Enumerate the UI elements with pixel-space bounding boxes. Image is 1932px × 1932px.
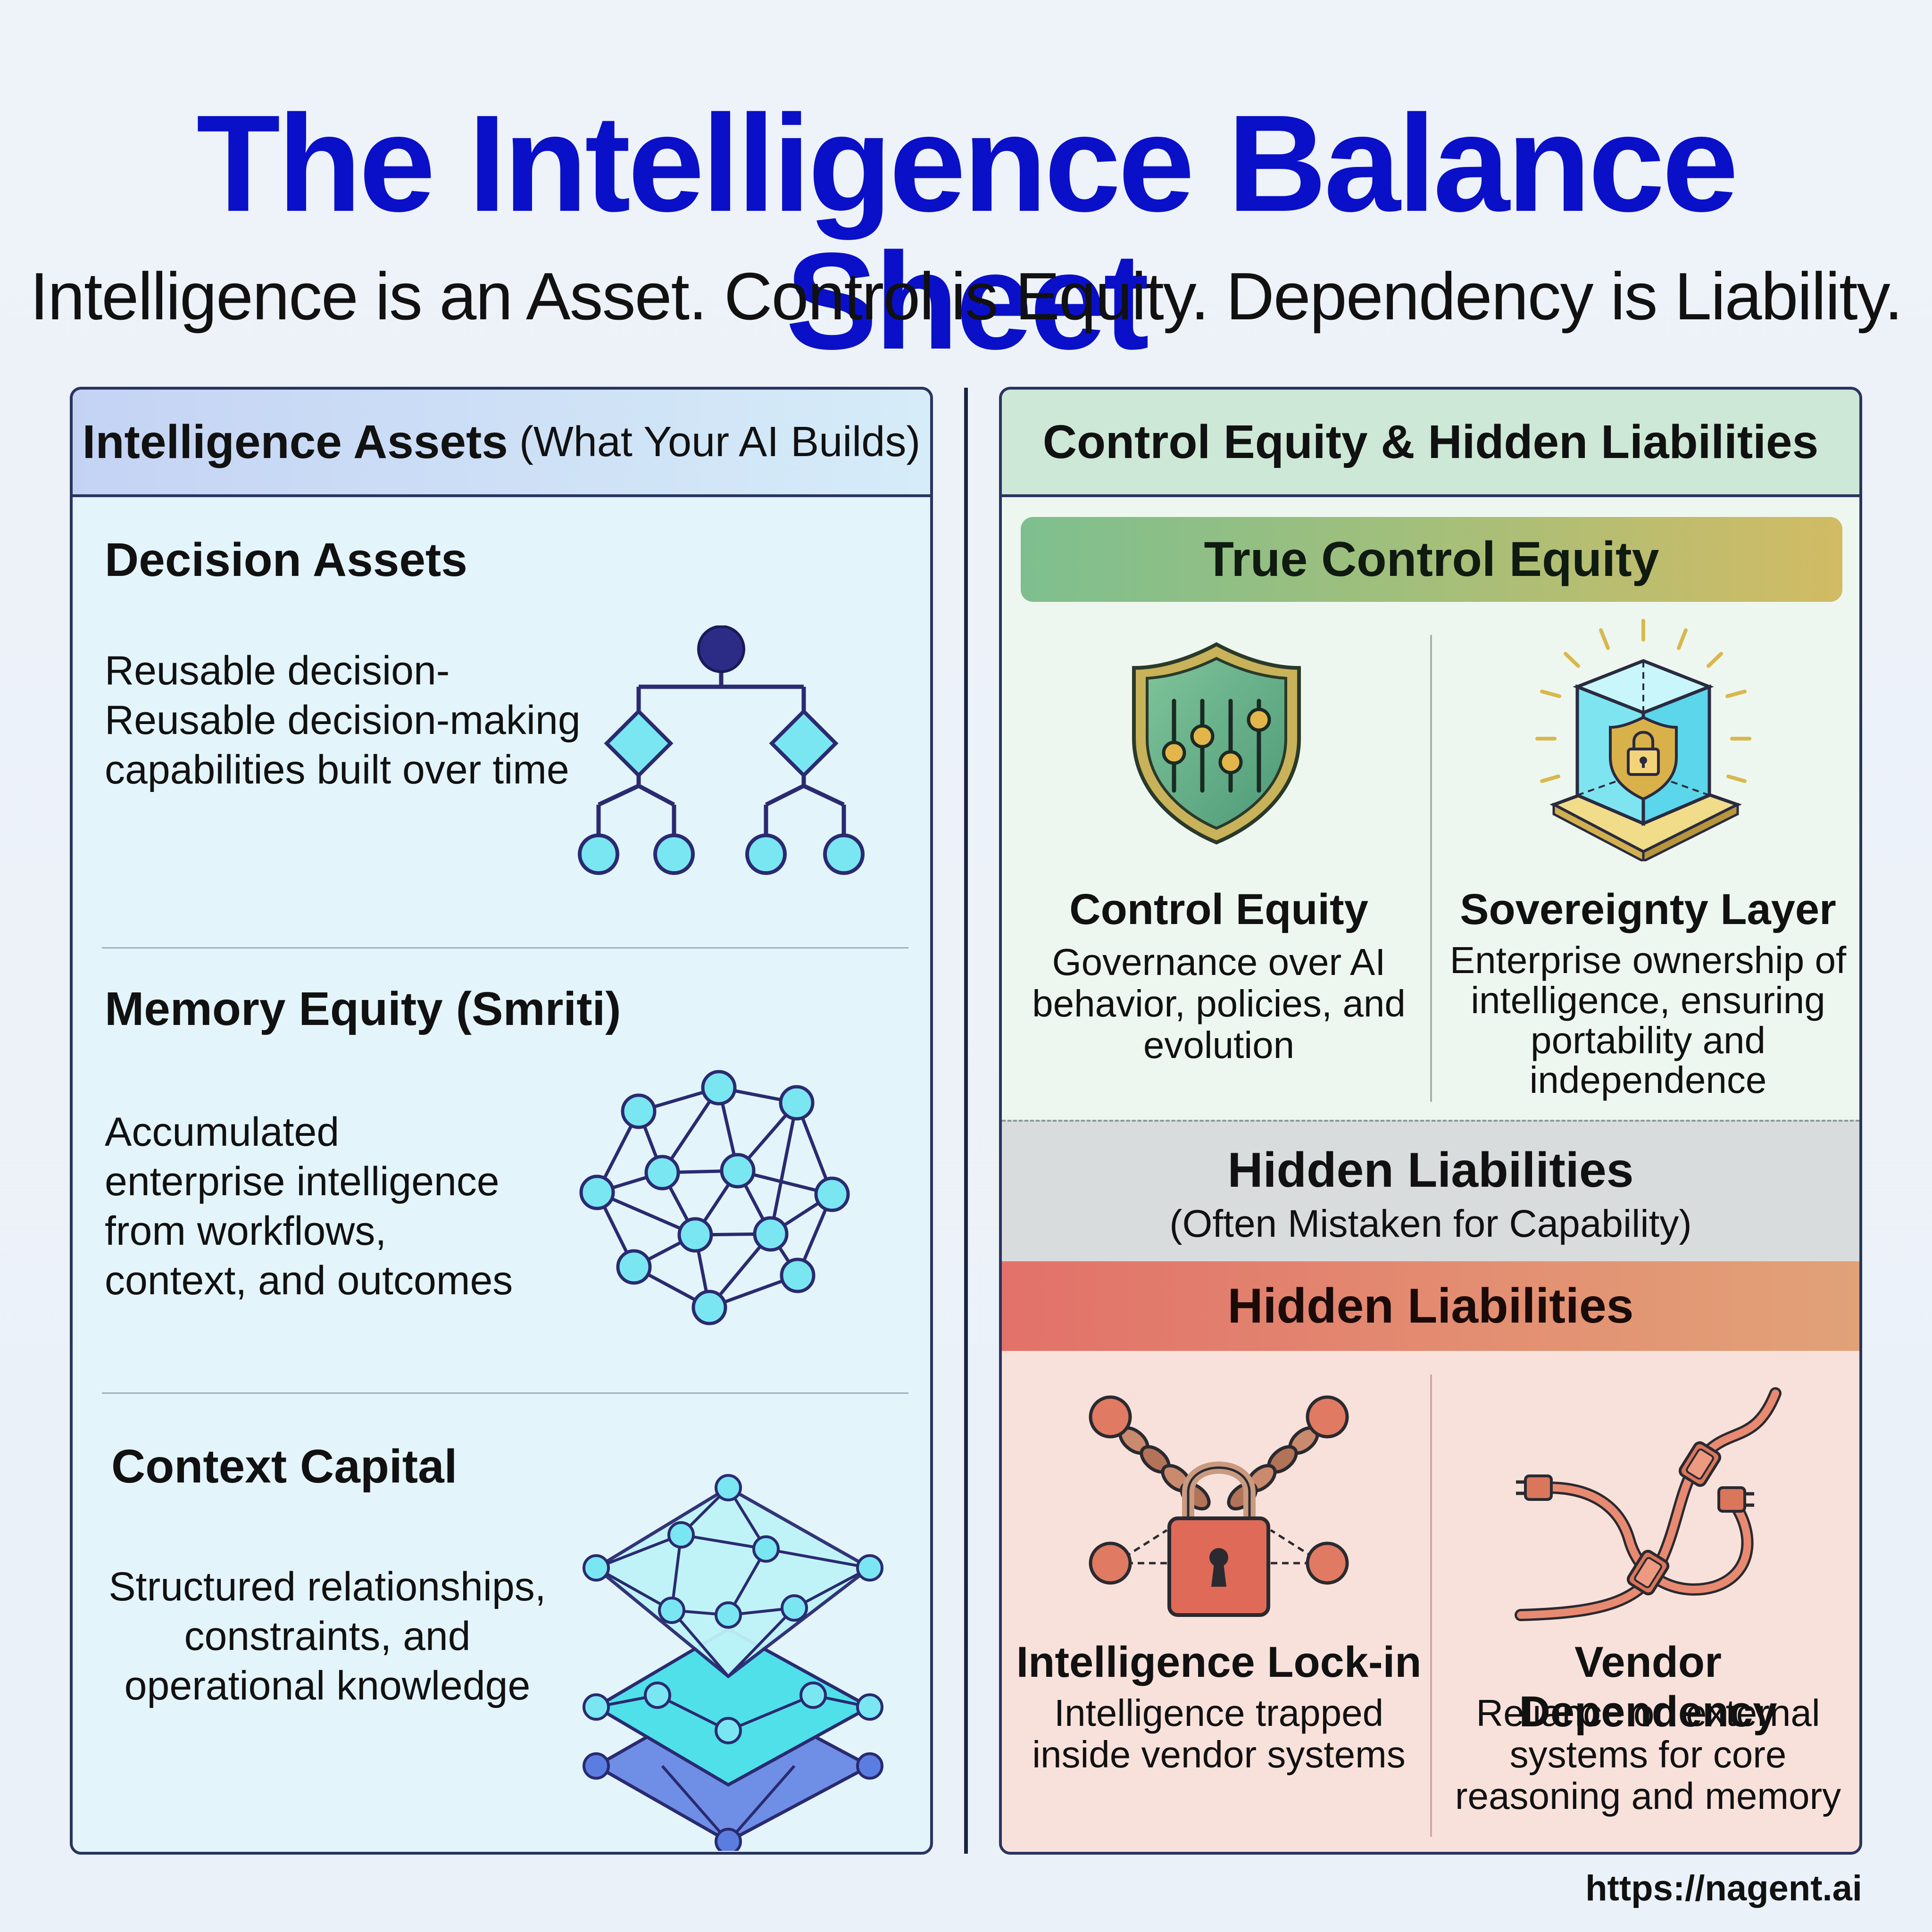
- desc-line: evolution: [1143, 1024, 1295, 1066]
- desc-line: Reliance on external: [1476, 1692, 1820, 1734]
- locked-cube-icon: [1535, 619, 1751, 861]
- true-control-equity-band: True Control Equity: [1021, 517, 1842, 602]
- control-liabilities-panel: Control Equity & Hidden Liabilities True…: [999, 387, 1862, 1855]
- desc-line: capabilities built over time: [105, 747, 569, 792]
- assets-header-title: Intelligence Assets: [82, 415, 508, 468]
- desc-line: operational knowledge: [124, 1663, 531, 1708]
- section-separator: [102, 1392, 908, 1394]
- center-divider: [964, 388, 968, 1854]
- desc-line: Accumulated: [105, 1109, 340, 1155]
- desc-line: inside vendor systems: [1032, 1733, 1406, 1775]
- hidden-liabilities-band: Hidden Liabilities: [1002, 1261, 1859, 1351]
- layered-graph-icon: [583, 1474, 883, 1851]
- context-capital-title: Context Capital: [111, 1440, 458, 1493]
- desc-line: enterprise intelligence: [105, 1158, 500, 1204]
- desc-line: behavior, policies, and: [1032, 983, 1406, 1024]
- footer-link[interactable]: https://nagent.ai: [1585, 1868, 1862, 1908]
- desc-line: Structured relationships,: [108, 1564, 546, 1609]
- page-subtitle: Intelligence is an Asset. Control is Equ…: [30, 259, 1903, 334]
- memory-equity-desc: Accumulated enterprise intelligence from…: [105, 1108, 513, 1306]
- memory-equity-title: Memory Equity (Smriti): [105, 983, 621, 1035]
- assets-panel-header: Intelligence Assets (What Your AI Builds…: [73, 390, 930, 497]
- desc-line: Reusable decision-: [105, 648, 450, 693]
- vendor-dependency-title: Vendor Dependency: [1519, 1638, 1777, 1736]
- tangled-cable-icon: [1515, 1387, 1782, 1621]
- context-capital-desc: Structured relationships, constraints, a…: [92, 1562, 563, 1711]
- hidden-liabilities-heading: Hidden Liabilities: [1227, 1143, 1634, 1198]
- sovereignty-layer-title: Sovereignty Layer: [1460, 885, 1836, 933]
- liability-items: Intelligence Lock-in Intelligence trappe…: [1002, 1351, 1859, 1852]
- hidden-liabilities-banner: Hidden Liabilities (Often Mistaken for C…: [1002, 1120, 1859, 1261]
- desc-line: constraints, and: [184, 1613, 471, 1659]
- intelligence-lock-in-desc: Intelligence trapped inside vendor syste…: [1011, 1692, 1426, 1775]
- desc-line: Governance over AI: [1052, 941, 1386, 983]
- desc-line: Intelligence trapped: [1054, 1692, 1384, 1734]
- column-separator: [1430, 1374, 1432, 1837]
- desc-line: systems for core: [1509, 1733, 1787, 1775]
- assets-header-note: (What Your AI Builds): [519, 418, 921, 466]
- shield-sliders-icon: [1132, 642, 1301, 845]
- desc-line: context, and outcomes: [105, 1257, 513, 1303]
- chained-padlock-icon: [1089, 1395, 1349, 1617]
- hidden-liabilities-note: (Often Mistaken for Capability): [1169, 1202, 1692, 1245]
- control-panel-header: Control Equity & Hidden Liabilities: [1002, 390, 1859, 497]
- desc-line: portability and: [1530, 1019, 1766, 1061]
- desc-line: Reusable decision-making: [105, 697, 581, 743]
- decision-assets-title: Decision Assets: [105, 533, 467, 586]
- control-equity-title: Control Equity: [1069, 885, 1368, 933]
- desc-line: intelligence, ensuring: [1471, 979, 1825, 1021]
- decision-assets-desc: Reusable decision- Reusable decision-mak…: [105, 646, 581, 795]
- vendor-dependency-desc: Reliance on external systems for core re…: [1441, 1692, 1856, 1817]
- equity-items: Control Equity Governance over AI behavi…: [1002, 619, 1859, 1102]
- decision-tree-icon: [578, 625, 865, 875]
- column-separator: [1430, 635, 1432, 1102]
- section-separator: [102, 947, 908, 949]
- page-title: The Intelligence Balance Sheet: [196, 86, 1739, 378]
- sovereignty-layer-desc: Enterprise ownership of intelligence, en…: [1445, 939, 1851, 1101]
- intelligence-assets-panel: Intelligence Assets (What Your AI Builds…: [70, 387, 933, 1855]
- neural-network-icon: [579, 1070, 850, 1325]
- desc-line: Enterprise ownership of: [1449, 939, 1847, 981]
- desc-line: reasoning and memory: [1455, 1775, 1841, 1817]
- desc-line: independence: [1529, 1059, 1767, 1101]
- control-equity-desc: Governance over AI behavior, policies, a…: [1021, 941, 1417, 1066]
- control-header-title: Control Equity & Hidden Liabilities: [1042, 415, 1819, 468]
- desc-line: from workflows,: [105, 1208, 387, 1254]
- intelligence-lock-in-title: Intelligence Lock-in: [1016, 1638, 1422, 1686]
